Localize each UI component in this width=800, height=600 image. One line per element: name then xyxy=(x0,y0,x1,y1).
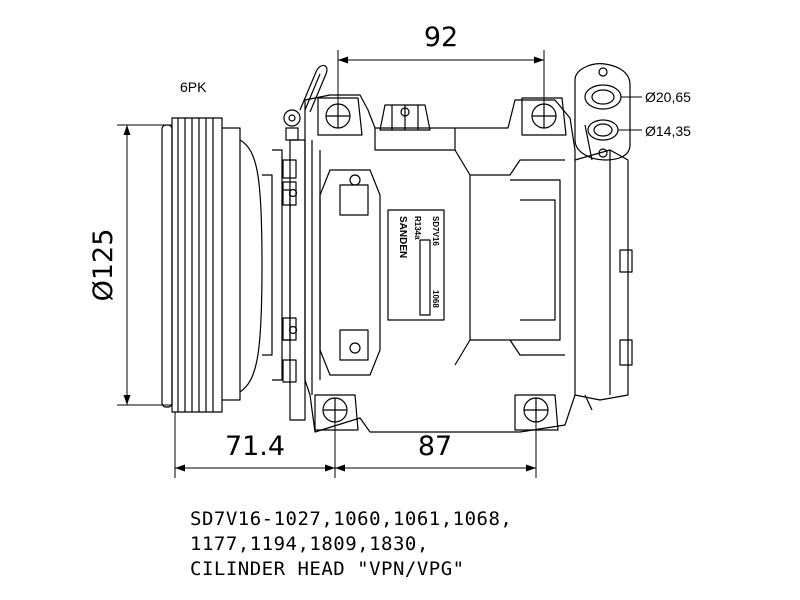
dim-bottom-width: 87 xyxy=(418,431,452,462)
nameplate-refrigerant: R134a xyxy=(413,216,422,240)
nameplate-model: SD7V16 xyxy=(431,216,440,246)
compressor-body xyxy=(304,94,633,433)
nameplate xyxy=(387,209,445,321)
pulley-type-label: 6PK xyxy=(180,79,207,95)
dim-top-width: 92 xyxy=(424,22,458,53)
port-large-label: Ø20,65 xyxy=(645,89,691,105)
connector-clip xyxy=(283,64,328,141)
part-number-caption: SD7V16-1027,1060,1061,1068, 1177,1194,18… xyxy=(190,507,512,582)
port-small-label: Ø14,35 xyxy=(645,123,691,139)
caption-line-3: CILINDER HEAD "VPN/VPG" xyxy=(190,558,465,580)
port-block xyxy=(574,63,631,161)
pulley xyxy=(161,117,291,413)
front-flange xyxy=(282,139,306,421)
dim-diameter: Ø125 xyxy=(88,229,119,302)
dim-left-offset: 71.4 xyxy=(225,431,285,462)
caption-line-1: SD7V16-1027,1060,1061,1068, xyxy=(190,508,513,530)
nameplate-brand: SANDEN xyxy=(397,216,408,258)
nameplate-serial: 1068 xyxy=(431,290,440,308)
mounting-lugs xyxy=(314,97,567,431)
hex-nut xyxy=(379,104,431,131)
caption-line-2: 1177,1194,1809,1830, xyxy=(190,533,429,555)
